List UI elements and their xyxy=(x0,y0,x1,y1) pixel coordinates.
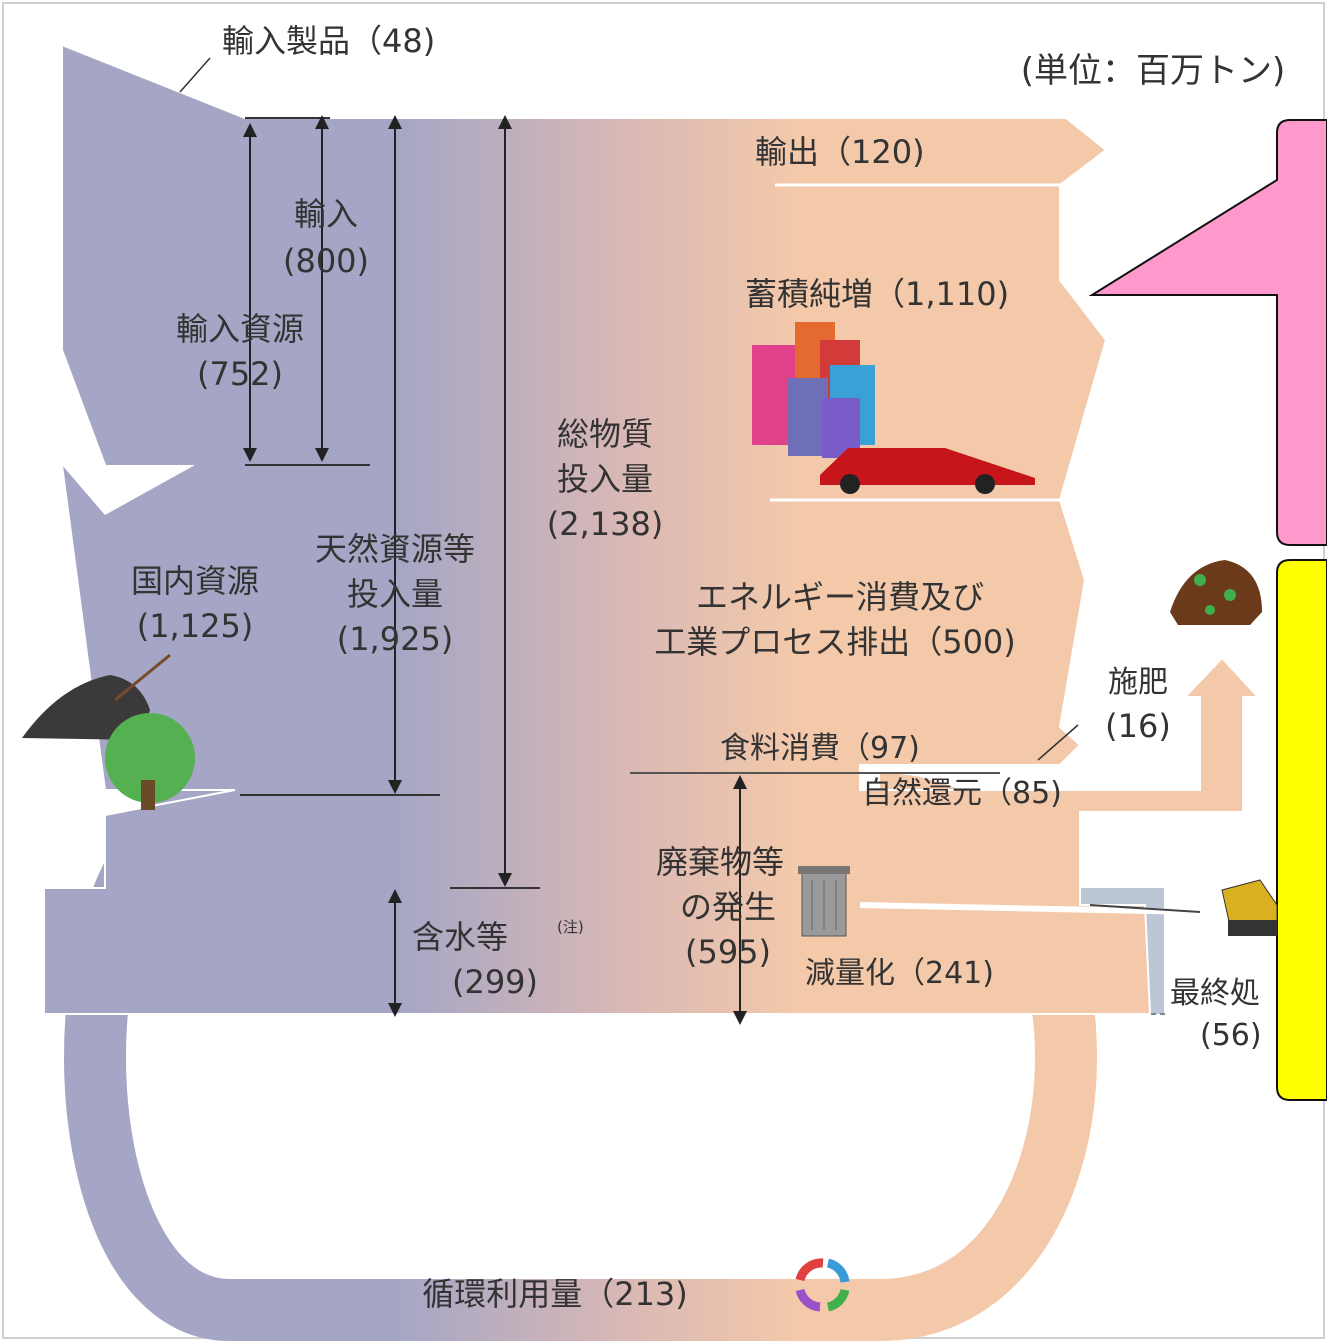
buildings-car-icon xyxy=(752,322,1035,494)
trash-bin-icon xyxy=(798,866,850,937)
label-recycling: 循環利用量（213) xyxy=(422,1275,688,1313)
label-final-disposal-value: (56) xyxy=(1200,1018,1262,1053)
label-natural-return: 自然還元（85) xyxy=(862,776,1062,811)
label-import-title: 輸入 xyxy=(294,195,358,233)
label-natural-value: (1,925) xyxy=(337,620,454,658)
label-water-title: 含水等 xyxy=(412,918,508,956)
recycle-icon xyxy=(795,1258,850,1312)
soil-tree-icon xyxy=(22,653,195,810)
label-import-resources-title: 輸入資源 xyxy=(176,310,304,348)
label-waste-2: の発生 xyxy=(680,888,776,926)
label-waste-1: 廃棄物等 xyxy=(656,843,784,881)
label-total-title-1: 総物質 xyxy=(557,415,653,453)
label-domestic-value: (1,125) xyxy=(137,607,254,645)
label-fertilizer-title: 施肥 xyxy=(1108,665,1168,700)
unit-note: (単位：百万トン) xyxy=(1021,51,1286,91)
label-domestic-title: 国内資源 xyxy=(131,562,259,600)
label-food: 食料消費（97) xyxy=(720,731,920,766)
label-total-value: (2,138) xyxy=(547,505,664,543)
label-import-resources-value: (752) xyxy=(197,355,283,393)
label-water-note: (注) xyxy=(557,918,584,936)
label-imported-products: 輸入製品（48) xyxy=(222,22,435,60)
label-import-value: (800) xyxy=(283,242,369,280)
label-water-value: (299) xyxy=(452,963,538,1001)
label-waste-value: (595) xyxy=(685,933,771,971)
label-accumulation: 蓄積純増（1,110) xyxy=(745,275,1009,313)
label-export: 輸出（120) xyxy=(755,133,925,171)
label-natural-title-1: 天然資源等 xyxy=(315,530,475,568)
label-final-disposal-title: 最終処 xyxy=(1170,976,1260,1011)
label-energy-2: 工業プロセス排出（500) xyxy=(654,623,1016,661)
final-disposal-arrow xyxy=(1089,904,1201,913)
leader-imported-products xyxy=(179,57,211,93)
import-domestic-notch xyxy=(62,465,195,515)
fertilizer-icon xyxy=(1170,560,1262,625)
label-energy-1: エネルギー消費及び xyxy=(696,578,984,616)
label-reduction: 減量化（241) xyxy=(805,956,994,991)
divider-reduction xyxy=(859,902,1201,915)
label-natural-title-2: 投入量 xyxy=(347,575,443,613)
label-fertilizer-value: (16) xyxy=(1105,707,1171,745)
yellow-callout xyxy=(1276,559,1327,1101)
bulldozer-icon xyxy=(1221,879,1278,936)
pink-callout xyxy=(1088,119,1327,546)
leader-fertilizer xyxy=(1037,724,1079,761)
label-total-title-2: 投入量 xyxy=(557,460,653,498)
